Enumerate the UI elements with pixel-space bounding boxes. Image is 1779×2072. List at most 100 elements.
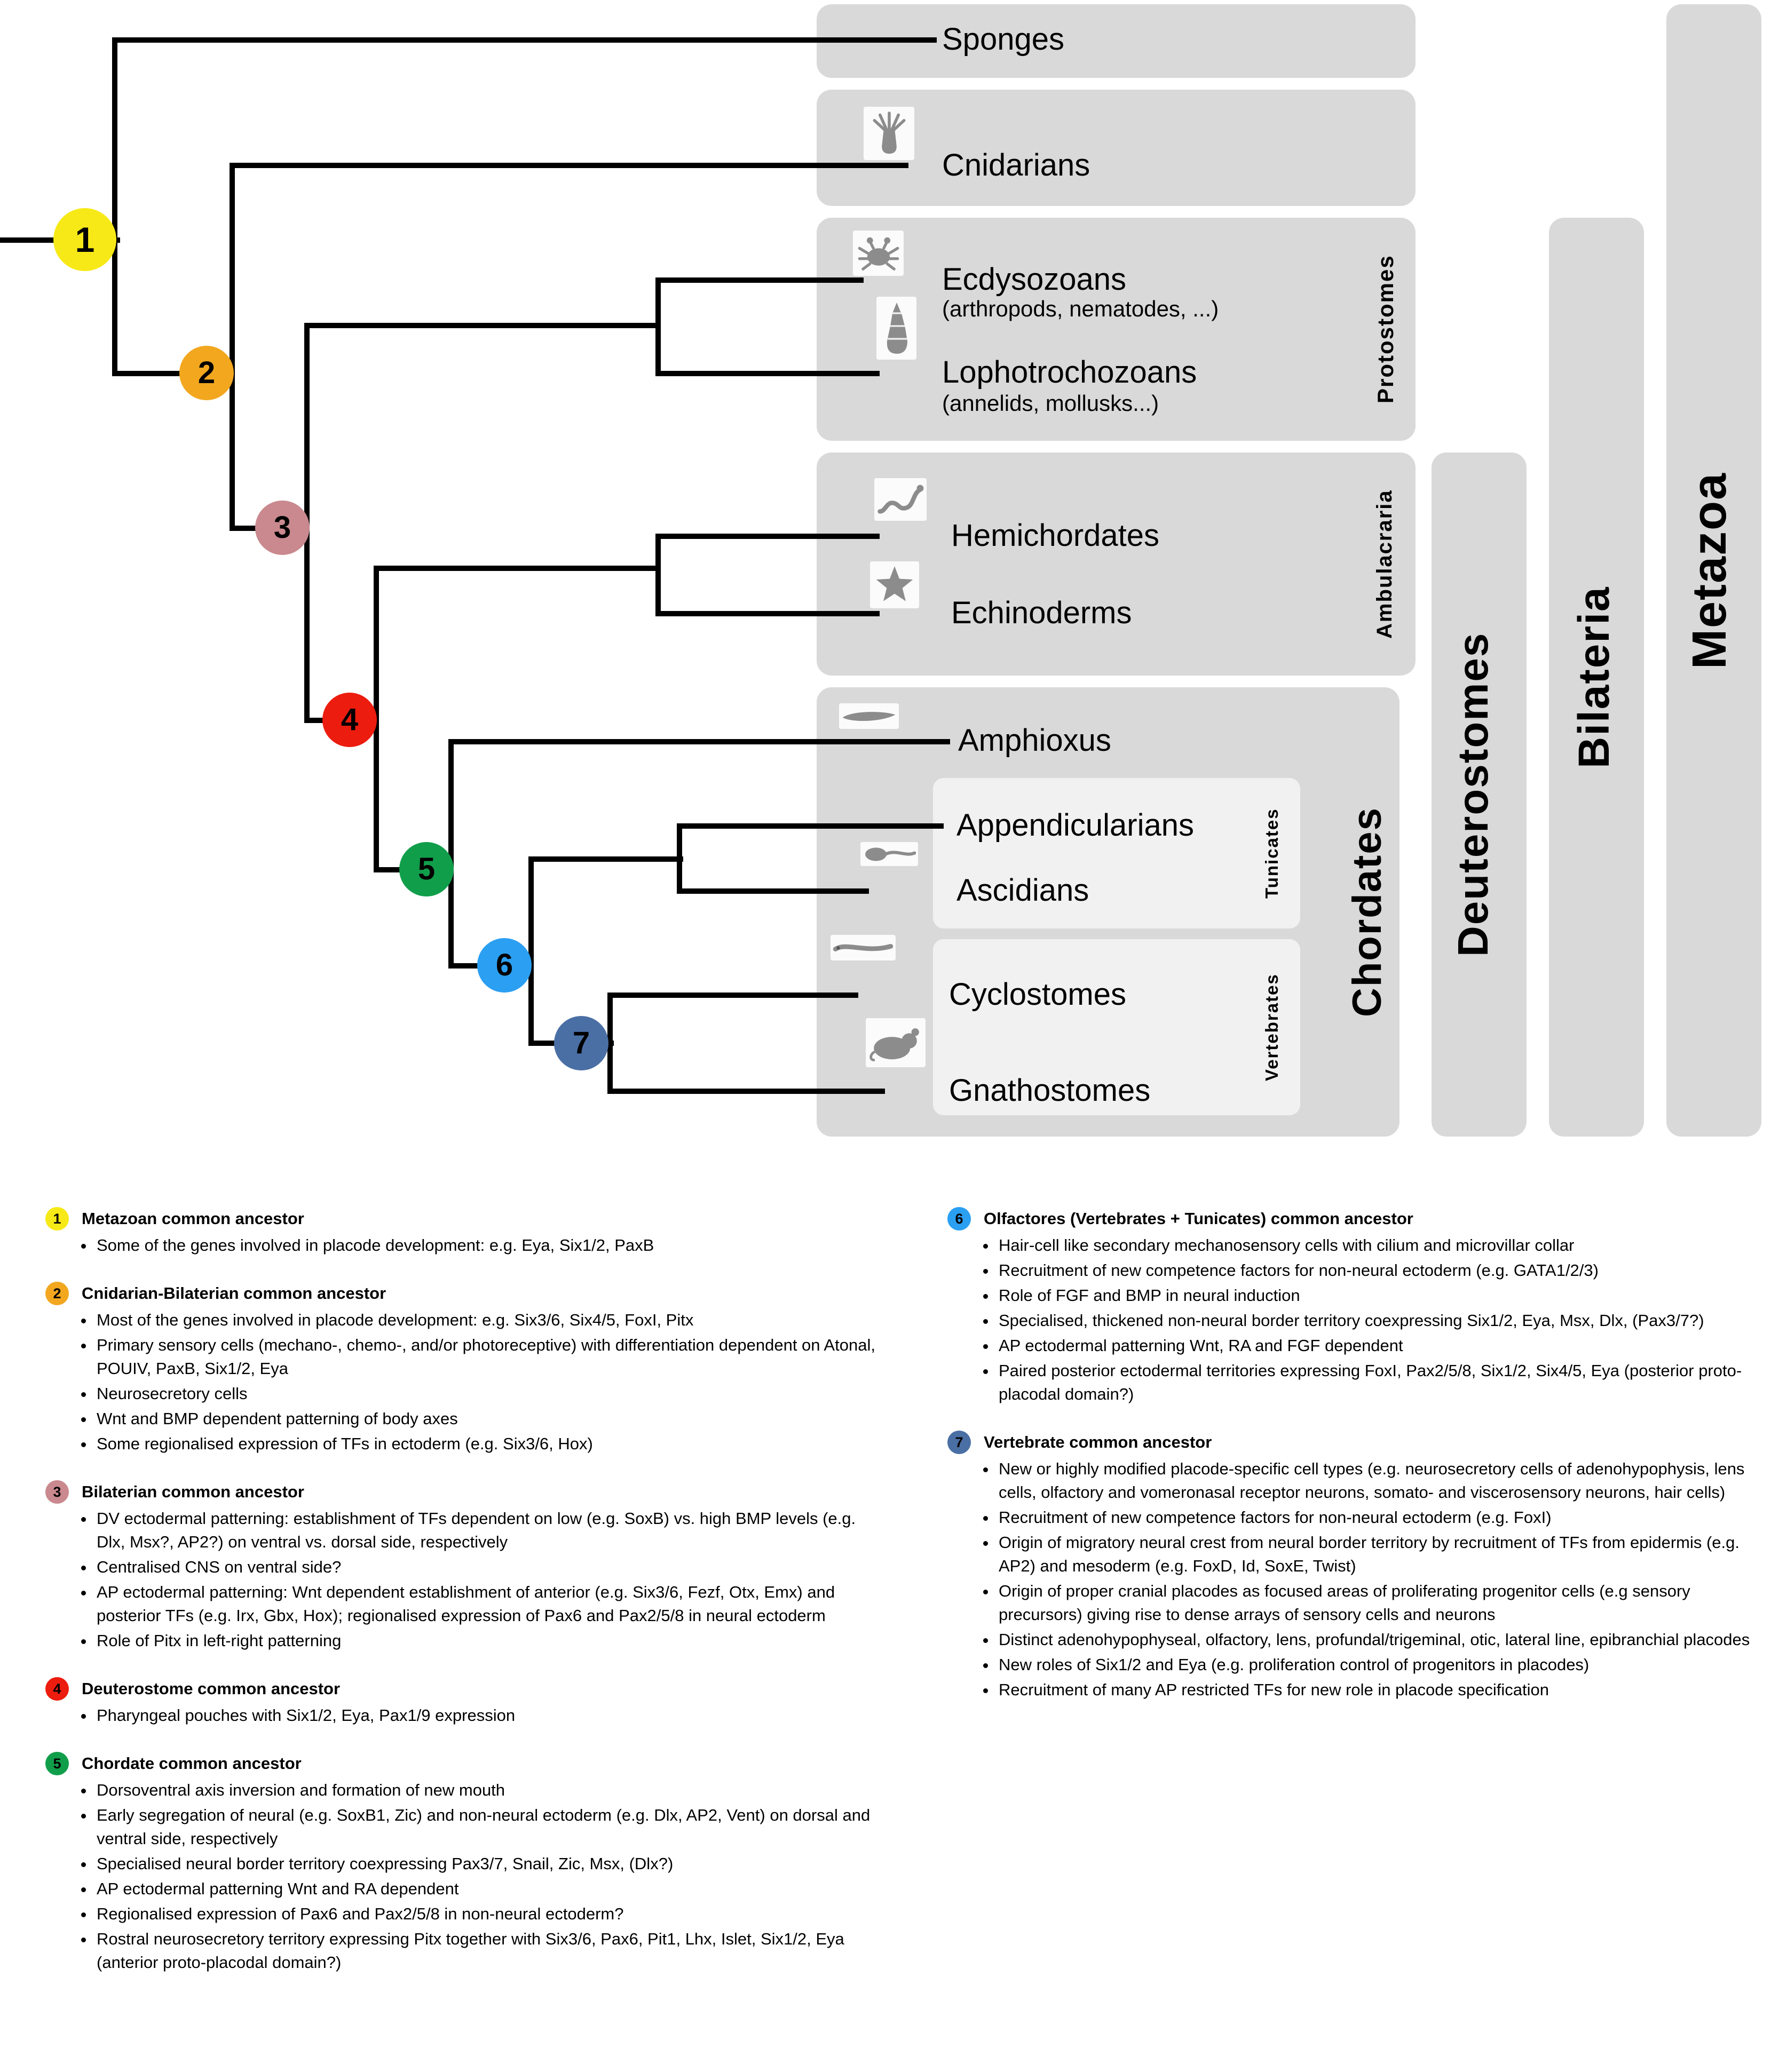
group-box-bilateria — [1549, 218, 1644, 1137]
group-label-metazoa: Metazoa — [1683, 472, 1736, 669]
group-box-metazoa — [1666, 4, 1761, 1137]
branch-cyclostomes — [607, 993, 858, 998]
ancestor-node-6: 6 — [477, 938, 532, 993]
taxon-gnathostomes: Gnathostomes — [949, 1073, 1151, 1108]
annotation-bullets-1: Some of the genes involved in placode de… — [45, 1234, 878, 1257]
bullet-item: Primary sensory cells (mechano-, chemo-,… — [94, 1333, 878, 1380]
group-label-chordates: Chordates — [1345, 807, 1390, 1017]
taxon-cnidarians: Cnidarians — [942, 148, 1090, 182]
branch-amphioxus — [448, 739, 950, 744]
ancestor-node-7: 7 — [554, 1016, 608, 1070]
bullet-item: Pharyngeal pouches with Six1/2, Eya, Pax… — [94, 1704, 878, 1727]
bullet-item: Centralised CNS on ventral side? — [94, 1555, 878, 1579]
taxon-sponges: Sponges — [942, 22, 1064, 57]
group-label-vertebrates: Vertebrates — [1262, 973, 1282, 1081]
annotation-section-4: 4 Deuterostome common ancestor Pharyngea… — [45, 1677, 878, 1727]
branch-sponges — [112, 37, 937, 43]
annotation-bullets-2: Most of the genes involved in placode de… — [45, 1308, 878, 1456]
branch-ascidians — [677, 888, 869, 894]
taxon-appendicularians: Appendicularians — [956, 808, 1194, 843]
split-protostomes — [655, 277, 661, 376]
trunk-chordates — [448, 739, 454, 968]
bullet-item: Wnt and BMP dependent patterning of body… — [94, 1407, 878, 1431]
taxon-lophotrochozoans: Lophotrochozoans — [942, 355, 1197, 390]
bullet-item: Role of Pitx in left-right patterning — [94, 1629, 878, 1653]
bullet-item: AP ectodermal patterning Wnt, RA and FGF… — [997, 1334, 1772, 1357]
acorn-worm-icon — [874, 478, 927, 521]
bullet-item: AP ectodermal patterning: Wnt dependent … — [94, 1581, 878, 1628]
bullet-item: Neurosecretory cells — [94, 1382, 878, 1406]
group-box-protostomes — [817, 218, 1416, 441]
group-label-deuterostomes: Deuterostomes — [1449, 632, 1497, 957]
bullet-item: Early segregation of neural (e.g. SoxB1,… — [94, 1804, 878, 1851]
branch-protostome-clade — [304, 323, 661, 328]
bullet-item: Distinct adenohypophyseal, olfactory, le… — [997, 1628, 1772, 1652]
annotation-title-5: Chordate common ancestor — [82, 1754, 302, 1773]
branch-ecdysozoans — [655, 277, 864, 283]
node-badge-2: 2 — [45, 1282, 69, 1306]
taxon-lophotrochozoans-subtitle: (annelids, mollusks...) — [942, 391, 1159, 416]
ancestor-node-5: 5 — [399, 842, 454, 896]
sea-anemone-icon — [864, 107, 914, 160]
node-badge-4: 4 — [45, 1677, 69, 1701]
branch-lophotrochozoans — [655, 371, 880, 376]
group-label-protostomes: Protostomes — [1373, 255, 1398, 404]
annotation-section-6: 6 Olfactores (Vertebrates + Tunicates) c… — [947, 1207, 1772, 1406]
ascidian-icon — [860, 842, 918, 866]
branch-echinoderms — [655, 611, 880, 616]
bullet-item: Rostral neurosecretory territory express… — [94, 1927, 878, 1974]
bullet-item: Recruitment of many AP restricted TFs fo… — [997, 1678, 1772, 1702]
split-vertebrates — [607, 993, 613, 1094]
annotation-title-1: Metazoan common ancestor — [82, 1209, 304, 1228]
bullet-item: Recruitment of new competence factors fo… — [997, 1506, 1772, 1529]
annotation-title-6: Olfactores (Vertebrates + Tunicates) com… — [984, 1209, 1413, 1228]
split-tunicates — [677, 823, 682, 894]
annotation-bullets-7: New or highly modified placode-specific … — [947, 1457, 1772, 1702]
bullet-item: Some regionalised expression of TFs in e… — [94, 1432, 878, 1456]
taxon-hemichordates: Hemichordates — [951, 518, 1160, 553]
annotation-section-2: 2 Cnidarian-Bilaterian common ancestor M… — [45, 1282, 878, 1456]
bullet-item: Role of FGF and BMP in neural induction — [997, 1284, 1772, 1307]
node-badge-1: 1 — [45, 1207, 69, 1231]
bullet-item: New or highly modified placode-specific … — [997, 1457, 1772, 1504]
bullet-item: AP ectodermal patterning Wnt and RA depe… — [94, 1877, 878, 1901]
taxon-ascidians: Ascidians — [956, 873, 1089, 908]
bullet-item: Some of the genes involved in placode de… — [94, 1234, 878, 1257]
split-ambulacraria — [655, 534, 661, 616]
ancestor-node-2: 2 — [179, 346, 234, 400]
branch-tunicate-clade — [528, 856, 683, 862]
bullet-item: Specialised, thickened non-neural border… — [997, 1309, 1772, 1332]
node-badge-6: 6 — [947, 1207, 971, 1231]
node-badge-5: 5 — [45, 1752, 69, 1776]
snail-shell-icon — [876, 297, 916, 360]
annotation-section-7: 7 Vertebrate common ancestor New or high… — [947, 1431, 1772, 1702]
branch-hemichordates — [655, 534, 880, 539]
annotation-bullets-6: Hair-cell like secondary mechanosensory … — [947, 1234, 1772, 1406]
crab-icon — [853, 231, 904, 276]
annotations-left-column: 1 Metazoan common ancestor Some of the g… — [45, 1207, 878, 1999]
bullet-item: Origin of proper cranial placodes as foc… — [997, 1579, 1772, 1626]
annotation-section-3: 3 Bilaterian common ancestor DV ectoderm… — [45, 1480, 878, 1653]
group-label-ambulacraria: Ambulacraria — [1373, 489, 1396, 639]
annotation-section-5: 5 Chordate common ancestor Dorsoventral … — [45, 1752, 878, 1974]
group-box-tunicates — [933, 778, 1300, 928]
ancestor-node-4: 4 — [322, 693, 377, 747]
trunk-olfactores — [528, 856, 534, 1046]
bullet-item: Specialised neural border territory coex… — [94, 1852, 878, 1876]
mouse-icon — [866, 1018, 926, 1067]
annotation-bullets-3: DV ectodermal patterning: establishment … — [45, 1507, 878, 1653]
group-box-vertebrates — [933, 939, 1300, 1115]
trunk-metazoa — [112, 37, 117, 376]
annotation-bullets-4: Pharyngeal pouches with Six1/2, Eya, Pax… — [45, 1704, 878, 1727]
taxon-echinoderms: Echinoderms — [951, 596, 1132, 630]
bullet-item: Recruitment of new competence factors fo… — [997, 1259, 1772, 1282]
taxon-amphioxus: Amphioxus — [958, 723, 1111, 758]
lamprey-icon — [831, 935, 896, 960]
node-badge-7: 7 — [947, 1431, 971, 1455]
annotations-right-column: 6 Olfactores (Vertebrates + Tunicates) c… — [947, 1207, 1772, 1726]
group-label-tunicates: Tunicates — [1262, 808, 1282, 899]
annotation-bullets-5: Dorsoventral axis inversion and formatio… — [45, 1779, 878, 1974]
branch-appendicularians — [677, 823, 944, 829]
bullet-item: Hair-cell like secondary mechanosensory … — [997, 1234, 1772, 1257]
branch-cnidarians — [230, 163, 908, 168]
